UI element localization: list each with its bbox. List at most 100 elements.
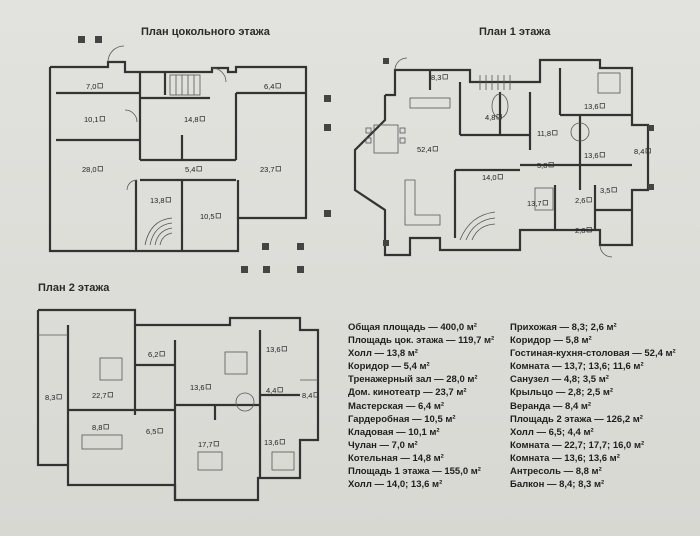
basement-room-label: 13,8 (150, 196, 165, 205)
room-marker-icon (611, 187, 617, 193)
floor2-room-label: 4,4 (266, 386, 276, 395)
floor1-plan-title: План 1 этажа (479, 26, 551, 38)
legend-entry: Тренажерный зал — 28,0 м² (348, 374, 478, 386)
basement-room-label: 10,1 (84, 115, 99, 124)
legend-entry: Гардеробная — 10,5 м² (348, 413, 456, 425)
legend-entry: Площадь 2 этажа — 126,2 м² (510, 413, 643, 425)
room-marker-icon (645, 148, 651, 154)
room-marker-icon (99, 116, 105, 122)
room-marker-icon (586, 197, 592, 203)
floor2-room-label: 13,6 (190, 383, 205, 392)
basement-room-label: 6,4 (264, 82, 274, 91)
room-marker-icon (165, 197, 171, 203)
basement-room-label: 5,4 (185, 165, 195, 174)
legend-entry: Площадь цок. этажа — 119,7 м² (348, 335, 495, 347)
basement-room-label: 14,8 (184, 115, 199, 124)
floor2-room-label: 17,7 (198, 440, 213, 449)
legend-entry: Коридор — 5,4 м² (348, 361, 430, 373)
legend-entry: Чулан — 7,0 м² (348, 439, 418, 451)
room-marker-icon (586, 227, 592, 233)
floor2-plan-title: План 2 этажа (38, 282, 110, 294)
room-marker-icon (157, 428, 163, 434)
legend-entry: Холл — 13,8 м² (348, 348, 418, 360)
floor1-room-label: 13,6 (584, 102, 599, 111)
basement-plan-title: План цокольного этажа (141, 26, 270, 38)
floor1-room-label: 3,5 (600, 186, 610, 195)
basement-room-label: 23,7 (260, 165, 275, 174)
floor2-room-label: 6,5 (146, 427, 156, 436)
room-marker-icon (552, 130, 558, 136)
basement-room-label: 10,5 (200, 212, 215, 221)
legend-entry: Балкон — 8,4; 8,3 м² (510, 479, 605, 491)
legend-entry: Площадь 1 этажа — 155,0 м² (348, 466, 481, 478)
room-marker-icon (215, 213, 221, 219)
floor1-room-label: 13,7 (527, 199, 542, 208)
legend-entry: Комната — 13,6; 13,6 м² (510, 452, 620, 464)
floor2-room-label: 8,8 (92, 423, 102, 432)
floor1-room-label: 11,8 (537, 129, 551, 138)
basement-outer-wall (48, 60, 308, 253)
floor2-room-label: 6,2 (148, 350, 158, 359)
room-marker-icon (279, 439, 285, 445)
floor1-room-label: 14,0 (482, 173, 497, 182)
floor2-room-label: 8,4 (302, 391, 312, 400)
legend-entry: Общая площадь — 400,0 м² (348, 322, 477, 333)
floor1-room-label: 2,8 (575, 226, 585, 235)
room-marker-icon (599, 152, 605, 158)
floor2-outer-wall (36, 308, 320, 502)
room-marker-icon (542, 200, 548, 206)
legend-right-column: Прихожая — 8,3; 2,6 м² Коридор — 5,8 м² … (510, 321, 676, 491)
room-marker-icon (548, 162, 554, 168)
floor1-room-label: 5,8 (537, 161, 547, 170)
room-marker-icon (97, 166, 103, 172)
room-marker-icon (56, 394, 62, 400)
legend-left-column: Общая площадь — 400,0 м² Площадь цок. эт… (348, 321, 494, 491)
basement-room-label: 28,0 (82, 165, 97, 174)
room-marker-icon (281, 346, 287, 352)
room-marker-icon (196, 166, 202, 172)
room-marker-icon (313, 392, 319, 398)
legend-entry: Дом. кинотеатр — 23,7 м² (348, 387, 467, 399)
legend-entry: Кладовая — 10,1 м² (348, 426, 440, 438)
room-marker-icon (159, 351, 165, 357)
legend-entry: Веранда — 8,4 м² (510, 400, 592, 412)
floor1-room-label: 13,6 (584, 151, 599, 160)
room-marker-icon (432, 146, 438, 152)
room-marker-icon (442, 74, 448, 80)
room-marker-icon (97, 83, 103, 89)
floor1-room-label: 52,4 (417, 145, 432, 154)
legend-entry: Мастерская — 6,4 м² (348, 400, 445, 412)
room-marker-icon (275, 166, 281, 172)
floor1-room-label: 4,8 (485, 113, 495, 122)
room-marker-icon (497, 174, 503, 180)
floor2-room-label: 8,3 (45, 393, 55, 402)
room-marker-icon (275, 83, 281, 89)
floor2-room-label: 22,7 (92, 391, 107, 400)
legend-entry: Холл — 6,5; 4,4 м² (510, 426, 594, 438)
floor2-room-label: 13,6 (264, 438, 279, 447)
room-marker-icon (205, 384, 211, 390)
legend-entry: Гостиная-кухня-столовая — 52,4 м² (510, 348, 676, 360)
floor1-room-label: 8,4 (634, 147, 644, 156)
basement-room-label: 7,0 (86, 82, 96, 91)
legend-entry: Комната — 13,7; 13,6; 11,6 м² (510, 361, 644, 373)
floor1-room-label: 2,6 (575, 196, 585, 205)
room-marker-icon (213, 441, 219, 447)
legend-entry: Прихожая — 8,3; 2,6 м² (510, 322, 617, 333)
room-marker-icon (496, 114, 502, 120)
legend-entry: Коридор — 5,8 м² (510, 335, 592, 347)
room-marker-icon (199, 116, 205, 122)
legend-entry: Котельная — 14,8 м² (348, 452, 444, 464)
legend-entry: Санузел — 4,8; 3,5 м² (510, 374, 609, 386)
legend-entry: Крыльцо — 2,8; 2,5 м² (510, 387, 614, 399)
legend-entry: Холл — 14,0; 13,6 м² (348, 479, 443, 491)
room-marker-icon (277, 387, 283, 393)
room-marker-icon (103, 424, 109, 430)
legend-entry: Антресоль — 8,8 м² (510, 466, 602, 478)
floor1-room-label: 8,3 (431, 73, 441, 82)
room-marker-icon (599, 103, 605, 109)
